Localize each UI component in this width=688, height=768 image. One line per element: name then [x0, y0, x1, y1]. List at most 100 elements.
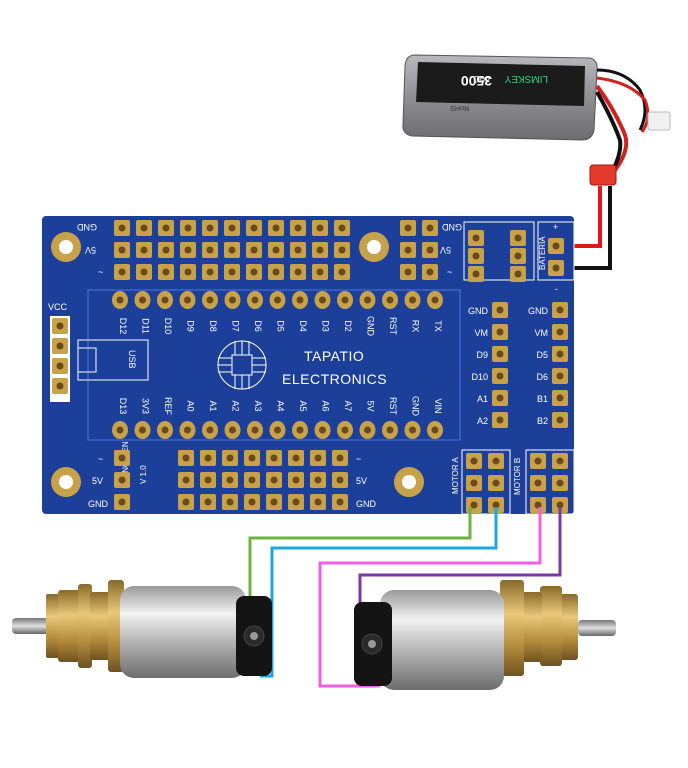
- bottom-pin-label: A7: [343, 400, 353, 411]
- pin-hole: [496, 306, 504, 314]
- pin-hole: [56, 342, 64, 350]
- pin-hole: [364, 296, 371, 304]
- pin-hole: [338, 246, 346, 254]
- deans-connector: [589, 164, 617, 186]
- motor-b-pin-label: D6: [536, 372, 548, 382]
- pin-hole: [162, 268, 170, 276]
- pin-hole: [140, 268, 148, 276]
- pin-hole: [472, 234, 480, 242]
- motor-b-label: MOTOR B: [513, 458, 522, 495]
- label-gnd-top-left: GND: [77, 222, 98, 232]
- pin-hole: [431, 426, 439, 434]
- label-gnd-top-right: GND: [442, 222, 463, 232]
- label-sig-top-left: ~: [98, 267, 103, 277]
- top-pin-label: D3: [321, 320, 331, 332]
- pin-hole: [316, 224, 324, 232]
- pin-hole: [472, 270, 480, 278]
- pin-hole: [292, 498, 300, 506]
- pin-hole: [296, 426, 304, 434]
- version-label: V 1.0: [139, 465, 148, 484]
- pin-hole: [226, 476, 234, 484]
- pin-hole: [206, 268, 214, 276]
- pin-hole: [274, 296, 281, 304]
- pin-hole: [162, 246, 170, 254]
- pin-hole: [251, 426, 259, 434]
- label-5v-bottom-left: 5V: [92, 476, 103, 486]
- pin-hole: [496, 416, 504, 424]
- pin-hole: [556, 350, 564, 358]
- pin-hole: [272, 224, 280, 232]
- pin-hole: [206, 426, 214, 434]
- pin-hole: [228, 246, 236, 254]
- pin-hole: [248, 498, 256, 506]
- brand-line-2: ELECTRONICS: [282, 371, 387, 387]
- pin-hole: [472, 252, 480, 260]
- pin-hole: [409, 426, 416, 434]
- chip-logo: [217, 340, 267, 390]
- bottom-pin-label: 3V3: [141, 398, 151, 414]
- pin-hole: [250, 224, 258, 232]
- pin-hole: [314, 498, 322, 506]
- battery-cert: RoHS: [450, 104, 469, 111]
- pin-hole: [314, 476, 322, 484]
- pin-hole: [341, 426, 349, 434]
- pin-hole: [364, 426, 371, 434]
- pin-hole: [319, 426, 326, 434]
- pin-hole: [248, 476, 256, 484]
- pin-hole: [556, 457, 564, 465]
- pin-hole: [470, 501, 478, 509]
- pin-hole: [56, 362, 64, 370]
- pin-hole: [426, 268, 434, 276]
- pin-hole: [204, 454, 212, 462]
- wire-motor-a-1: [248, 507, 472, 612]
- bottom-pin-label: A1: [208, 400, 218, 411]
- pin-hole: [118, 224, 126, 232]
- pin-hole: [204, 476, 212, 484]
- nano-footprint: [87, 289, 461, 441]
- pin-hole: [556, 416, 564, 424]
- pin-hole: [296, 296, 304, 304]
- pin-hole: [496, 328, 504, 336]
- usb-outline: [77, 339, 149, 381]
- bottom-pin-label: REF: [163, 397, 173, 416]
- pin-hole: [556, 501, 564, 509]
- pin-hole: [556, 394, 564, 402]
- pin-hole: [140, 246, 148, 254]
- motor-a-pin-label: VM: [475, 328, 489, 338]
- motor-b-pin-label: B1: [537, 394, 548, 404]
- pin-hole: [514, 252, 522, 260]
- pin-hole: [409, 296, 416, 304]
- pin-hole: [272, 246, 280, 254]
- plus-label: +: [553, 222, 558, 232]
- top-pin-label: RX: [411, 320, 421, 333]
- pin-hole: [386, 426, 394, 434]
- motor-b-pin-label: VM: [535, 328, 549, 338]
- pin-hole: [56, 382, 64, 390]
- pin-hole: [404, 224, 412, 232]
- battery-brand: LIMSKEY: [504, 73, 548, 84]
- pin-hole: [184, 246, 192, 254]
- pin-hole: [206, 246, 214, 254]
- pin-hole: [228, 224, 236, 232]
- motor-shaft: [578, 620, 616, 636]
- top-pin-label: D8: [208, 320, 218, 332]
- pin-hole: [294, 268, 302, 276]
- pin-hole: [250, 268, 258, 276]
- pin-hole: [470, 479, 478, 487]
- pin-hole: [161, 296, 169, 304]
- pin-hole: [294, 246, 302, 254]
- bottom-pin-label: A3: [253, 400, 263, 411]
- pin-hole: [492, 457, 500, 465]
- motor-b-pin-label: GND: [528, 306, 549, 316]
- pin-hole: [206, 224, 214, 232]
- pin-hole: [294, 224, 302, 232]
- pin-hole: [206, 296, 214, 304]
- pin-hole: [248, 454, 256, 462]
- pin-hole: [404, 268, 412, 276]
- top-pin-label: D6: [253, 320, 263, 332]
- bateria-label: BATERIA: [538, 236, 547, 270]
- pin-hole: [226, 454, 234, 462]
- pin-hole: [118, 498, 126, 506]
- pin-hole: [182, 454, 190, 462]
